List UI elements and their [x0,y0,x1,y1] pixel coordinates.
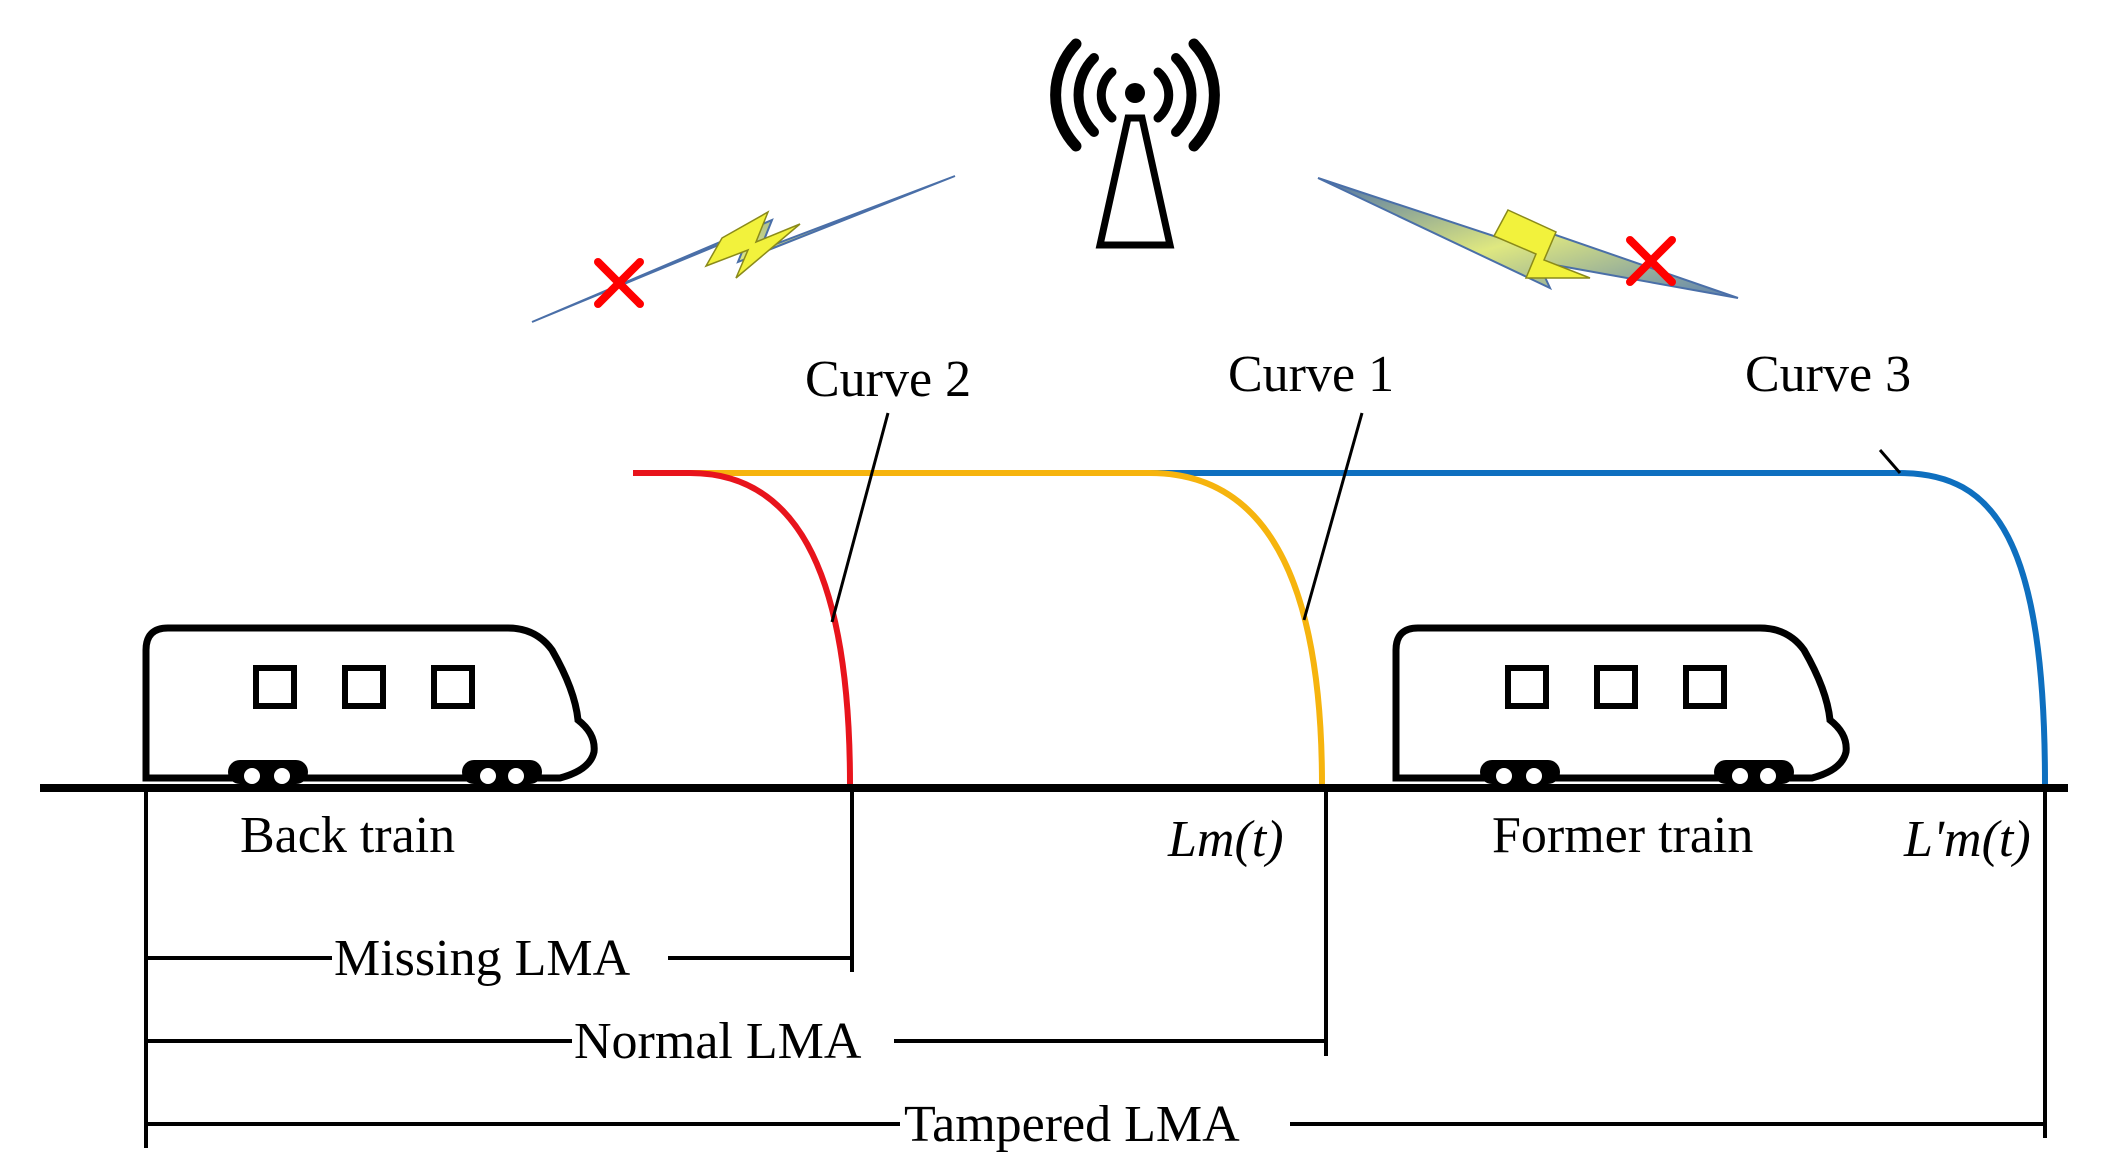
back-train-label: Back train [240,807,455,864]
curve-3-label: Curve 3 [1745,346,1911,403]
back-train-icon [142,624,598,784]
lm-position-label: Lm(t) [1167,811,1284,868]
curve-2-line [633,470,853,786]
curve-1-label: Curve 1 [1228,346,1394,403]
lm-prime-position-label: L'm(t) [1903,811,2031,868]
curve-3-line [1150,470,2048,786]
left-lightning-signal-icon [531,175,956,323]
radio-tower-icon [1050,38,1220,249]
right-lightning-signal-icon [1317,177,1739,299]
curve-2-label: Curve 2 [805,351,971,408]
right-red-cross-icon [1626,236,1676,286]
normal-lma-label: Normal LMA [574,1013,862,1070]
tampered-lma-label: Tampered LMA [904,1096,1240,1153]
lma-dimension-lines [144,788,2047,1148]
left-red-cross-icon [594,258,644,308]
former-train-label: Former train [1492,807,1753,864]
missing-lma-label: Missing LMA [334,930,631,987]
former-train-icon [1392,624,1850,784]
curve-1-line [690,470,1325,786]
curve-leader-lines [830,412,1902,623]
